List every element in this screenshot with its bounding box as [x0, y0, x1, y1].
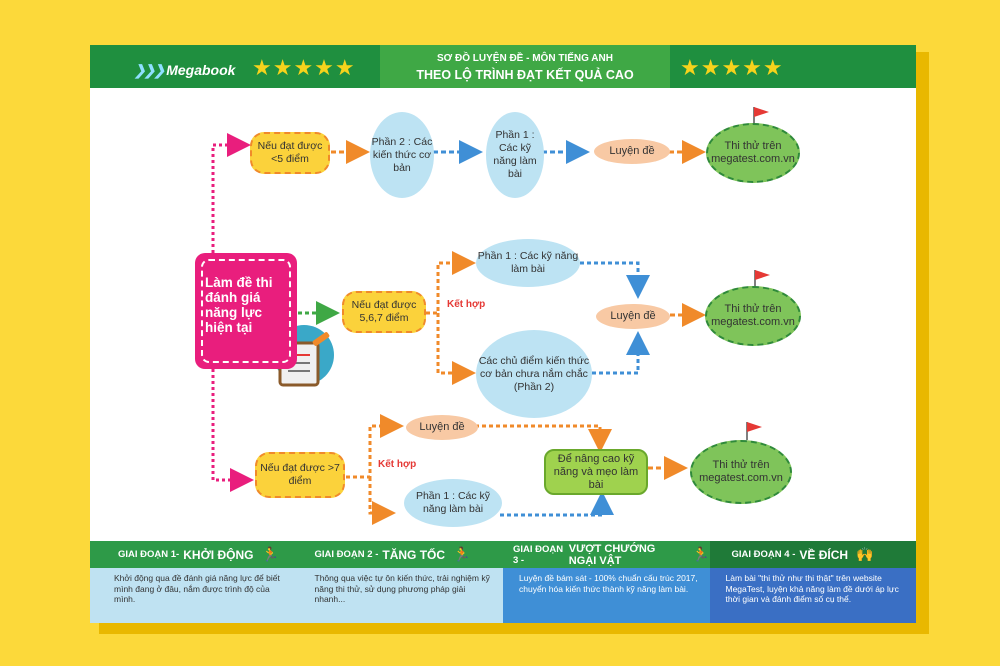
middle-arrow-1 — [426, 251, 476, 315]
middle-arrow-4 — [592, 331, 650, 375]
stage-3: GIAI ĐOẠN 3 -VƯỢT CHƯỚNG NGẠI VẬT 🏃 Luyện… — [503, 541, 710, 623]
stage-2-name: TĂNG TỐC — [382, 547, 446, 562]
stage-2-text: Thông qua việc tự ôn kiến thức, trải ngh… — [296, 568, 503, 623]
flag-icon — [753, 107, 769, 125]
bottom-arrow-4 — [500, 491, 614, 517]
stage-1-header: GIAI ĐOẠN 1-KHỞI ĐỘNG 🏃 — [90, 541, 297, 568]
bottom-arrow-2 — [368, 477, 396, 525]
assessment-box-border — [201, 259, 291, 363]
stage-1-prefix: GIAI ĐOẠN 1- — [118, 549, 180, 560]
header-title: THEO LỘ TRÌNH ĐẠT KẾT QUẢ CAO — [416, 68, 634, 82]
condition-middle: Nếu đạt được 5,6,7 điểm — [342, 291, 426, 333]
runner-icon: 🏃 — [453, 546, 471, 562]
finish-icon: 🙌 — [856, 546, 874, 562]
middle-goal-ellipse: Thi thử trên megatest.com.vn — [705, 286, 801, 346]
stage-2-prefix: GIAI ĐOẠN 2 - — [314, 549, 379, 560]
stage-3-name: VƯỢT CHƯỚNG NGẠI VẬT — [568, 542, 656, 567]
top-part2-bubble: Phần 2 : Các kiến thức cơ bản — [370, 112, 434, 198]
stage-4: GIAI ĐOẠN 4 -VỀ ĐÍCH 🙌 Làm bài "thi thử n… — [709, 541, 916, 623]
stage-2: GIAI ĐOẠN 2 -TĂNG TỐC 🏃 Thông qua việc tự… — [296, 541, 503, 623]
condition-bottom: Nếu đạt được >7 điểm — [255, 452, 345, 498]
stage-4-prefix: GIAI ĐOẠN 4 - — [731, 549, 796, 560]
header-title-band — [380, 45, 670, 88]
middle-practice-pill: Luyện đề — [596, 304, 670, 329]
middle-arrow-3 — [580, 261, 650, 299]
stage-3-prefix: GIAI ĐOẠN 3 - — [513, 543, 564, 566]
clipboard-stopwatch-icon — [267, 325, 334, 387]
top-goal-ellipse: Thi thử trên megatest.com.vn — [706, 123, 800, 183]
stage-3-header: GIAI ĐOẠN 3 -VƯỢT CHƯỚNG NGẠI VẬT 🏃 — [503, 541, 710, 568]
stars-left-icon: ★★★★★ — [252, 55, 356, 80]
stage-4-header: GIAI ĐOẠN 4 -VỀ ĐÍCH 🙌 — [709, 541, 916, 568]
runner-start-icon: 🏃 — [261, 546, 279, 562]
top-practice-pill: Luyện đề — [594, 139, 670, 164]
infographic-card: ❯❯❯Megabook ★★★★★ ★★★★★ SƠ ĐỒ LUYỆN ĐỀ -… — [90, 45, 916, 623]
header-subtitle: SƠ ĐỒ LUYỆN ĐỀ - MÔN TIẾNG ANH — [437, 53, 613, 64]
header-bar: ❯❯❯Megabook ★★★★★ ★★★★★ SƠ ĐỒ LUYỆN ĐỀ -… — [90, 45, 916, 88]
assessment-box-label: Làm đề thi đánh giá năng lực hiện tại — [205, 275, 273, 335]
stage-2-header: GIAI ĐOẠN 2 -TĂNG TỐC 🏃 — [296, 541, 503, 568]
combine-label-middle: Kết hợp — [447, 299, 486, 310]
middle-topics-bubble: Các chủ điểm kiến thức cơ bản chưa nắm c… — [476, 330, 592, 418]
branch-top-line — [211, 133, 251, 253]
bottom-part1-bubble: Phần 1 : Các kỹ năng làm bài — [404, 479, 502, 527]
top-part1-bubble: Phần 1 : Các kỹ năng làm bài — [486, 112, 544, 198]
flow-connectors — [211, 107, 770, 525]
logo-text: Megabook — [166, 62, 236, 78]
stage-3-text: Luyện đề bám sát - 100% chuẩn cấu trúc 2… — [503, 568, 710, 623]
stage-1: GIAI ĐOẠN 1-KHỞI ĐỘNG 🏃 Khởi động qua đề … — [90, 541, 297, 623]
hurdle-icon: 🏃 — [692, 546, 710, 562]
stars-right-icon: ★★★★★ — [680, 55, 784, 80]
bottom-goal-ellipse: Thi thử trên megatest.com.vn — [690, 440, 792, 504]
branch-bottom-line — [211, 369, 254, 492]
bottom-improve-box: Để nâng cao kỹ năng và mẹo làm bài — [544, 449, 648, 495]
middle-arrow-2 — [436, 313, 476, 385]
stage-1-name: KHỞI ĐỘNG — [183, 547, 254, 562]
bottom-arrow-3 — [475, 424, 612, 453]
middle-part1-bubble: Phần 1 : Các kỹ năng làm bài — [476, 239, 580, 287]
stage-4-name: VỀ ĐÍCH — [799, 547, 849, 562]
flag-icon — [754, 270, 770, 288]
stage-4-text: Làm bài "thi thử như thi thật" trên webs… — [709, 568, 916, 623]
bottom-arrow-1 — [346, 414, 404, 479]
condition-top: Nếu đạt được <5 điểm — [250, 132, 330, 174]
combine-label-bottom: Kết hợp — [378, 459, 417, 470]
flag-icon — [746, 422, 762, 440]
megabook-logo: ❯❯❯Megabook — [134, 62, 235, 79]
stage-1-text: Khởi động qua đề đánh giá năng lực để bi… — [90, 568, 297, 623]
bottom-practice-pill: Luyện đề — [406, 415, 478, 440]
stages-footer: GIAI ĐOẠN 1-KHỞI ĐỘNG 🏃 Khởi động qua đề … — [90, 541, 916, 623]
logo-mark-icon: ❯❯❯ — [134, 62, 165, 78]
assessment-box: Làm đề thi đánh giá năng lực hiện tại — [195, 253, 297, 369]
